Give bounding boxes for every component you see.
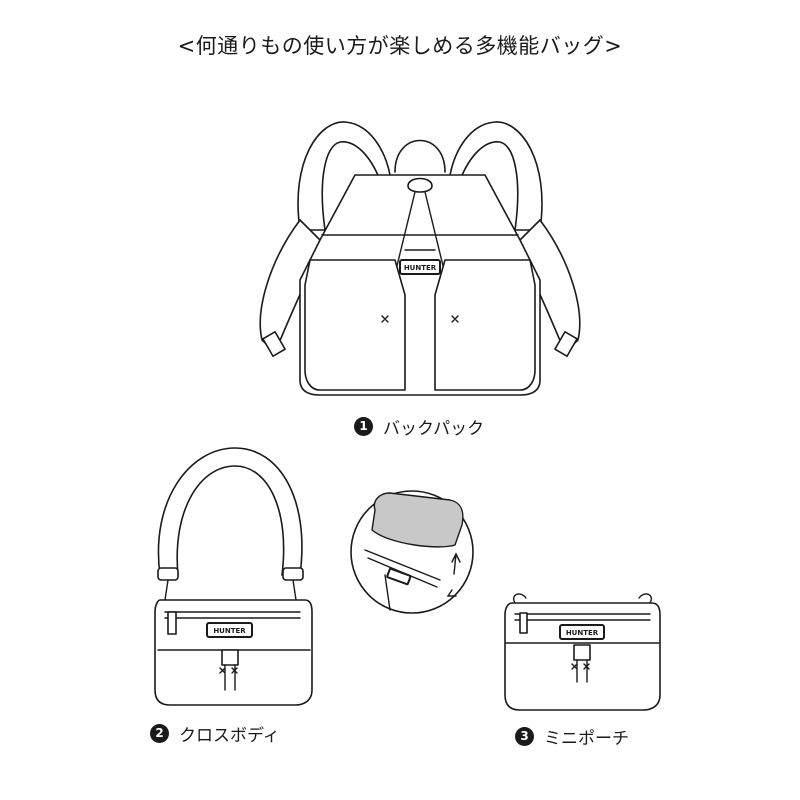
style-label-crossbody: 2 クロスボディ <box>150 721 280 746</box>
style-name: ミニポーチ <box>544 729 629 749</box>
number-badge: 3 <box>515 727 534 746</box>
svg-text:HUNTER: HUNTER <box>566 629 599 637</box>
detail-circle-illustration <box>350 490 474 614</box>
style-name: バックパック <box>383 419 485 439</box>
style-label-backpack: 1 バックパック <box>354 414 484 439</box>
backpack-illustration: HUNTER <box>259 121 581 396</box>
crossbody-illustration: HUNTER <box>154 447 313 706</box>
number-badge: 1 <box>354 417 373 436</box>
number-badge: 2 <box>150 724 169 743</box>
mini-pouch-illustration: HUNTER <box>504 593 661 711</box>
hunter-logo: HUNTER <box>404 264 437 272</box>
page-title: <何通りもの使い方が楽しめる多機能バッグ> <box>177 34 623 58</box>
style-name: クロスボディ <box>179 726 280 746</box>
style-label-mini-pouch: 3 ミニポーチ <box>515 724 629 749</box>
svg-text:HUNTER: HUNTER <box>213 627 246 635</box>
